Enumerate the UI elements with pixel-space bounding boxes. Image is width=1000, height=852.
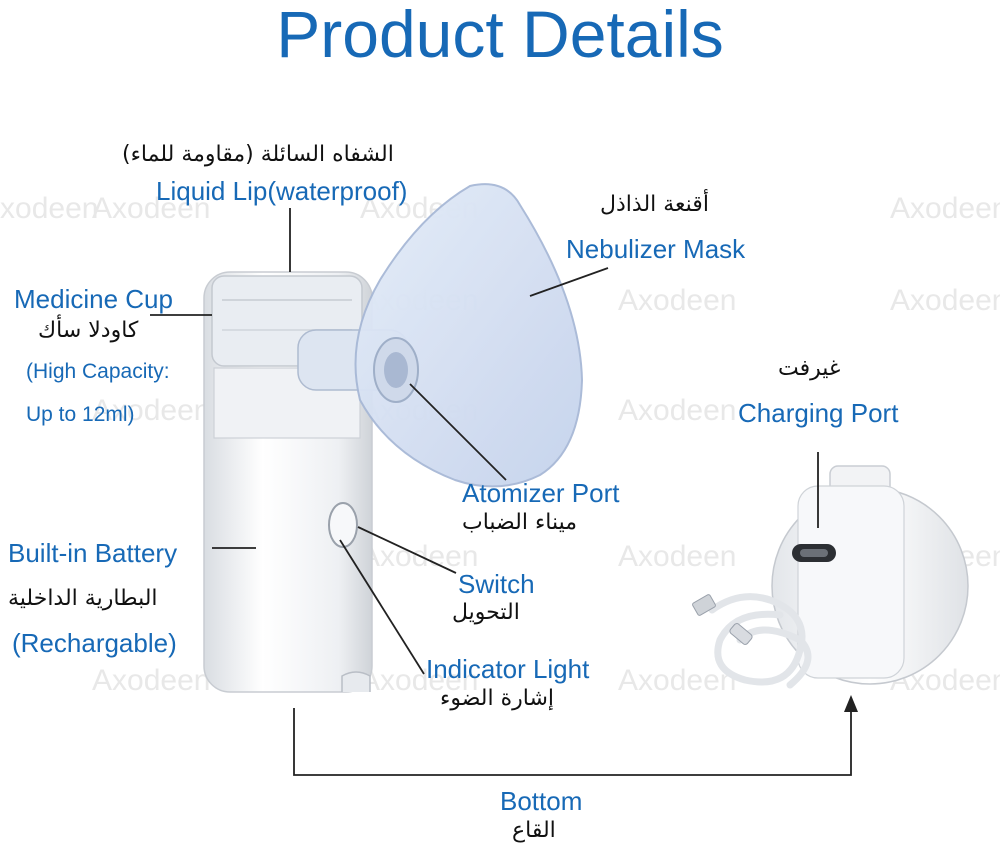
charging-port-label: Charging Port bbox=[738, 398, 899, 428]
device-bottom bbox=[771, 465, 969, 685]
medicine-cup-capacity-line2: Up to 12ml) bbox=[26, 403, 135, 426]
indicator-light-label-ar: إشارة الضوء bbox=[440, 686, 554, 711]
usb-cable bbox=[708, 593, 812, 689]
switch-button bbox=[328, 502, 358, 548]
nebulizer-mask-label-ar: أقنعة الذاذل bbox=[600, 192, 709, 217]
page-title: Product Details bbox=[276, 0, 724, 71]
watermark: Axodeen bbox=[890, 284, 1000, 317]
callout-lines bbox=[150, 208, 852, 776]
bottom-label: Bottom bbox=[500, 786, 583, 816]
nebulizer-mask bbox=[354, 183, 584, 488]
atomizer-port-label: Atomizer Port bbox=[462, 478, 620, 508]
built-in-battery-label: Built-in Battery bbox=[8, 538, 178, 568]
switch-label: Switch bbox=[458, 569, 535, 599]
watermark: Axodeen bbox=[92, 664, 211, 697]
built-in-battery-label-ar: البطارية الداخلية bbox=[8, 586, 158, 611]
medicine-cup-capacity-line1: (High Capacity: bbox=[26, 360, 170, 383]
watermark: Axodeen bbox=[618, 284, 737, 317]
switch-label-ar: التحويل bbox=[452, 600, 520, 625]
medicine-cup-label-ar: كاودلا سأك bbox=[38, 318, 139, 343]
atomizer-port-label-ar: ميناء الضباب bbox=[462, 510, 578, 535]
watermark: Axodeen bbox=[92, 192, 211, 225]
watermark: Axodeen bbox=[618, 664, 737, 697]
watermark: Axodeen bbox=[92, 394, 211, 427]
charging-port-label-ar: غيرفت bbox=[778, 356, 841, 381]
watermark: Axodeen bbox=[890, 192, 1000, 225]
liquid-lip-label-ar: الشفاه السائلة (مقاومة للماء) bbox=[122, 142, 394, 167]
bottom-label-ar: القاع bbox=[512, 818, 556, 843]
medicine-cup-label: Medicine Cup bbox=[14, 284, 173, 314]
watermark: Axodeen bbox=[0, 192, 99, 225]
liquid-lip-label: Liquid Lip(waterproof) bbox=[156, 176, 408, 206]
watermark: Axodeen bbox=[360, 664, 479, 697]
watermark: Axodeen bbox=[618, 540, 737, 573]
watermark: Axodeen bbox=[618, 394, 737, 427]
built-in-battery-note: (Rechargable) bbox=[12, 628, 177, 658]
nebulizer-mask-label: Nebulizer Mask bbox=[566, 234, 746, 264]
indicator-light-label: Indicator Light bbox=[426, 654, 590, 684]
